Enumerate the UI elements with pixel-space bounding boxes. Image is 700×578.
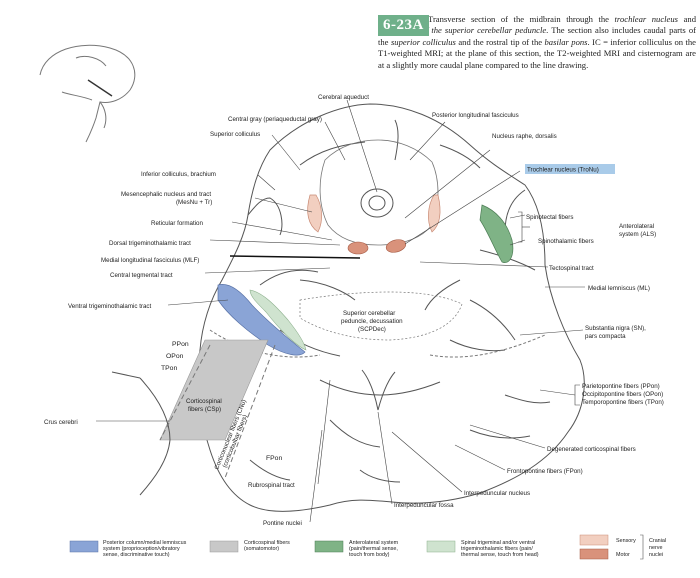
legend-anterolateral-3: touch from body) [349, 552, 390, 558]
label-dorsal-trigeminothalamic: Dorsal trigeminothalamic tract [109, 240, 191, 247]
trochlear-nucleus-highlight [525, 164, 615, 174]
leader-lines [96, 99, 585, 523]
scp-decussation-region [299, 291, 463, 341]
interpeduncular-fossa-shape [361, 369, 396, 411]
legend-posterior-column-1: Posterior column/medial lemniscus [103, 540, 187, 546]
figure-number-badge: 6-23A [378, 15, 429, 36]
label-spinothalamic: Spinothalamic fibers [538, 238, 594, 245]
label-interpeduncular-nucleus: Interpeduncular nucleus [464, 490, 530, 497]
label-scp-3: (SCPDec) [358, 326, 386, 333]
legend-anterolateral-2: (pain/thermal sense, [349, 546, 398, 552]
label-reticular-formation: Reticular formation [151, 220, 203, 227]
trochlear-nucleus-right-shape [385, 239, 407, 253]
legend-corticospinal-1: Corticospinal fibers [244, 540, 290, 546]
label-corticospinal-1: Corticospinal [186, 398, 222, 405]
legend-anterolateral-1: Anterolateral system [349, 540, 399, 546]
legend-sensory: Sensory [616, 538, 636, 544]
mesencephalic-nucleus-shape [307, 194, 322, 233]
label-degenerated-corticospinal: Degenerated corticospinal fibers [547, 446, 636, 453]
label-tectospinal: Tectospinal tract [549, 265, 594, 272]
legend-swatch-sensory [579, 534, 609, 546]
legend-cranial-3: nuclei [649, 552, 663, 558]
label-opon: OPon [166, 353, 184, 360]
central-gray-region [319, 139, 439, 246]
legend-posterior-column-3: sense, discriminative touch) [103, 552, 170, 558]
mesencephalic-nucleus-right-shape [428, 194, 441, 233]
label-parietopontine: Parietopontine fibers (PPon) [582, 383, 660, 390]
legend-swatch-posterior-column [69, 540, 99, 553]
label-medial-lemniscus: Medial lemniscus (ML) [588, 285, 650, 292]
ventral-trigeminothalamic-shape [249, 289, 307, 351]
label-temporopontine: Temporopontine fibers (TPon) [582, 399, 664, 406]
label-ppon: PPon [172, 341, 189, 348]
legend-posterior-column-2: system (proprioception/vibratory [103, 546, 180, 552]
label-superior-colliculus: Superior colliculus [210, 131, 260, 138]
legend-cranial-1: Cranial [649, 538, 666, 544]
crus-cerebri-upper-bracket [111, 371, 141, 379]
legend-swatch-corticospinal [209, 540, 239, 553]
label-interpeduncular-fossa: Interpeduncular fossa [394, 502, 454, 509]
corticospinal-fibers-shape [159, 339, 269, 441]
label-nucleus-raphe: Nucleus raphe, dorsalis [492, 133, 557, 140]
label-substantia-nigra-1: Substantia nigra (SN), [585, 325, 646, 332]
legend-corticospinal-2: (somatomotor) [244, 546, 279, 552]
legend-cranial-bracket [640, 534, 644, 560]
figure-caption: Transverse section of the midbrain throu… [378, 14, 696, 70]
label-central-tegmental: Central tegmental tract [110, 272, 173, 279]
label-fpon: FPon [266, 455, 282, 462]
label-mlf: Medial longitudinal fasciculus (MLF) [101, 257, 199, 264]
label-mesencephalic-2: (MesNu + Tr) [176, 199, 212, 206]
label-pontine-nuclei: Pontine nuclei [263, 520, 302, 527]
label-trochlear-nucleus: Trochlear nucleus (TroNu) [527, 167, 599, 174]
label-central-gray: Central gray (periaqueductal gray) [228, 116, 322, 123]
label-occipitopontine: Occipitopontine fibers (OPon) [582, 391, 663, 398]
label-spinotectal: Spinotectal fibers [526, 214, 573, 221]
label-ventral-trigeminothalamic: Ventral trigeminothalamic tract [68, 303, 152, 310]
label-scp-1: Superior cerebellar [343, 310, 395, 317]
medial-lemniscus-shape [217, 284, 306, 356]
label-inferior-colliculus-brachium: Inferior colliculus, brachium [141, 171, 216, 178]
label-cerebral-aqueduct: Cerebral aqueduct [318, 94, 369, 101]
legend: Posterior column/medial lemniscus system… [69, 534, 666, 560]
label-substantia-nigra-2: pars compacta [585, 333, 626, 340]
label-crus-cerebri: Crus cerebri [44, 419, 78, 426]
label-scp-2: peduncle, decussation [341, 318, 403, 325]
label-anterolateral-2: system (ALS) [619, 231, 656, 238]
label-rubrospinal: Rubrospinal tract [248, 482, 295, 489]
cerebral-aqueduct-shape [360, 188, 394, 218]
legend-spinal-trigeminal-2: trigeminothalamic fibers (pain/ [461, 546, 533, 552]
legend-spinal-trigeminal-1: Spinal trigeminal and/or ventral [461, 540, 535, 546]
legend-swatch-spinal-trigeminal [426, 540, 456, 553]
label-corticospinal-2: fibers (CSp) [188, 406, 221, 413]
label-tpon: TPon [161, 365, 177, 372]
anterolateral-system-shape [479, 204, 514, 263]
legend-spinal-trigeminal-3: thermal sense, touch from head) [461, 552, 539, 558]
crus-cerebri-bracket [139, 377, 171, 496]
substantia-nigra-right-dashed [429, 334, 546, 358]
legend-motor: Motor [616, 552, 630, 558]
legend-swatch-anterolateral [314, 540, 344, 553]
legend-swatch-motor [579, 548, 609, 560]
label-posterior-longitudinal-fasciculus: Posterior longitudinal fasciculus [432, 112, 519, 119]
orientation-thumbnail-icon [39, 44, 136, 143]
label-frontopontine: Frontopontine fibers (FPon) [507, 468, 583, 475]
legend-cranial-2: nerve [649, 545, 663, 551]
trochlear-nucleus-left-shape [347, 241, 369, 255]
label-mesencephalic-1: Mesencephalic nucleus and tract [121, 191, 211, 198]
label-anterolateral-1: Anterolateral [619, 223, 654, 230]
